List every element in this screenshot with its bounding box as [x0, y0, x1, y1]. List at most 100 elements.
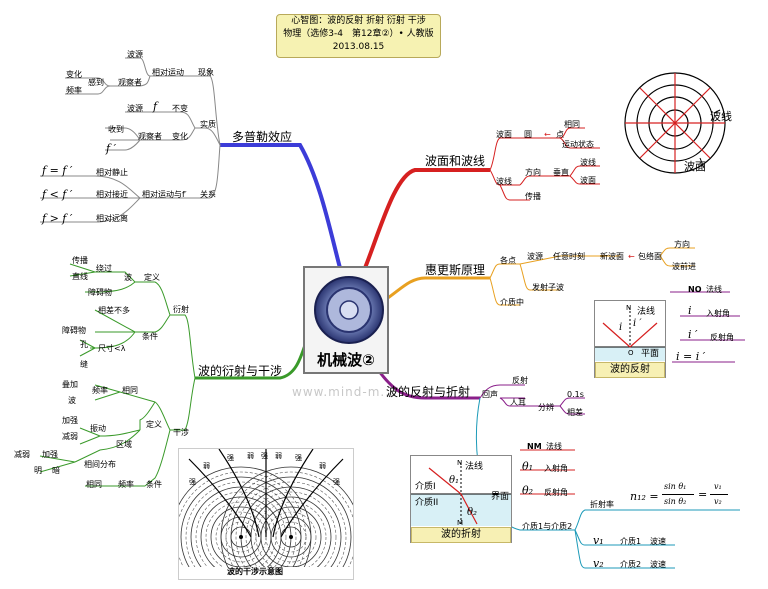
diffraction-wave-2: 波 — [68, 396, 76, 405]
refraction-formula-lhs: n₁₂ = — [630, 490, 659, 503]
reflection-diff: 相差 — [567, 408, 583, 417]
interference-caption: 波的干涉示意图 — [227, 567, 283, 576]
refraction-diag-normal: 法线 — [465, 462, 484, 472]
wavefront-state: 运动状态 — [562, 140, 594, 149]
diffraction-condition: 条件 — [142, 332, 158, 341]
diffraction-straight: 直线 — [72, 272, 88, 281]
huygens-label: 惠更斯原理 — [425, 263, 486, 277]
wavefront-direction: 方向 — [525, 168, 541, 177]
doppler-f-prime: f ′ — [106, 142, 117, 155]
doppler-changes: 变化 — [172, 132, 188, 141]
refraction-refract: 反射角 — [544, 488, 568, 497]
branch-huygens — [384, 276, 490, 302]
reflection-ear: 人耳 — [510, 398, 526, 407]
reflection-reflect: 反射 — [512, 376, 528, 385]
wavefront-circle: 圆 — [524, 130, 532, 139]
huygens-direction: 方向 — [674, 240, 690, 249]
doppler-lt: f < f ′ — [42, 188, 73, 201]
huygens-secondary: 发射子波 — [532, 283, 564, 292]
doppler-frequency: 频率 — [66, 86, 82, 95]
diffraction-similar: 相差不多 — [98, 306, 130, 315]
doppler-unchanged: 不变 — [172, 104, 188, 113]
interference-ruo-2: 弱 — [247, 452, 254, 460]
diffraction-size: 尺寸<λ — [98, 344, 126, 353]
reflection-law: i = i ′ — [676, 350, 706, 363]
refraction-nm: NM — [527, 442, 542, 451]
diffraction-weaken: 减弱 — [62, 432, 78, 441]
doppler-f: f — [153, 100, 158, 113]
title-box: 心智图：波的反射 折射 衍射 干涉 物理（选修3-4 第12章②）• 人教版 2… — [276, 14, 441, 58]
speaker-icon — [314, 276, 384, 344]
doppler-relation-cond: 相对运动与f′ — [142, 190, 187, 199]
doppler-observer-2: 观察者 — [138, 132, 162, 141]
doppler-change: 变化 — [66, 70, 82, 79]
diffraction-def2: 定义 — [146, 420, 162, 429]
wavefront-same: 相同 — [564, 120, 580, 129]
refraction-formula-eq: = — [698, 488, 708, 501]
refraction-v1: v₁ — [593, 534, 604, 547]
refraction-formula-v1: v₁ — [714, 482, 722, 491]
refraction-incident: 入射角 — [544, 464, 568, 473]
diffraction-strengthen: 加强 — [62, 416, 78, 425]
refraction-diag-n: N — [457, 459, 463, 467]
reflection-diagram: N 法线 i i ′ O 平面 波的反射 — [594, 300, 666, 378]
doppler-eq: f = f ′ — [42, 164, 73, 177]
wavefront-ray-2: 波线 — [580, 158, 596, 167]
diffraction-weak: 减弱 — [14, 450, 30, 459]
diffraction-wave: 波 — [124, 273, 132, 282]
wavefront-propagate: 传播 — [525, 192, 541, 201]
huygens-new-front: 新波面 — [600, 252, 624, 261]
refraction-caption: 波的折射 — [411, 527, 511, 543]
refraction-formula-sin2: sin θ₂ — [664, 497, 687, 506]
doppler-away: 相对远离 — [96, 214, 128, 223]
reflection-incident: 入射角 — [706, 309, 730, 318]
doppler-rest: 相对静止 — [96, 168, 128, 177]
interference-qiang-2: 强 — [261, 452, 268, 460]
refraction-speed1: 波速 — [650, 537, 666, 546]
diffraction-region: 区域 — [116, 440, 132, 449]
wavefront-diagram-ray: 波线 — [710, 110, 732, 123]
refraction-speed2: 波速 — [650, 560, 666, 569]
interference-diagram-lines — [179, 449, 353, 567]
refraction-theta2: θ₂ — [522, 484, 534, 497]
wavefront-label: 波面和波线 — [425, 154, 486, 168]
interference-ruo-1: 弱 — [203, 462, 210, 470]
diffraction-same: 相同 — [122, 386, 138, 395]
reflection-diag-n: N — [626, 304, 632, 312]
doppler-receive: 收到 — [108, 125, 124, 134]
refraction-diag-plane: 界面 — [491, 492, 510, 502]
refraction-m1: 介质1 — [620, 537, 642, 546]
diffraction-bypass: 绕过 — [96, 264, 112, 273]
refraction-diag-medium2: 介质II — [415, 498, 439, 508]
reflection-diag-o: O — [628, 349, 634, 357]
watermark: www.mind-m... — [292, 385, 395, 399]
diffraction-bright: 明 — [34, 466, 42, 475]
refraction-diag-m: M — [457, 519, 464, 527]
refraction-m2: 介质2 — [620, 560, 642, 569]
diffraction-freq-2: 频率 — [118, 480, 134, 489]
interference-qiang-1: 强 — [227, 454, 234, 462]
wavefront-perpendicular: 垂直 — [553, 168, 569, 177]
branch-reflection — [376, 369, 480, 400]
reflection-i-prime: i ′ — [688, 328, 698, 341]
doppler-phenomenon: 现象 — [198, 68, 214, 77]
doppler-wave-source: 波源 — [127, 50, 143, 59]
wavefront-ray: 波线 — [496, 177, 512, 186]
reflection-i: i — [688, 304, 692, 317]
reflection-time: 0.1s — [567, 390, 584, 399]
refraction-formula-sin1: sin θ₁ — [664, 482, 687, 491]
center-node: 机械波② — [303, 266, 389, 374]
reflection-back: 回声 — [482, 390, 498, 399]
refraction-fraction-bar-1 — [662, 494, 694, 495]
reflection-diag-i-prime: i ′ — [633, 318, 642, 329]
refraction-diagram-lines — [411, 462, 511, 526]
wavefront-arrow: ← — [544, 130, 551, 139]
reflection-label: 波的反射与折射 — [386, 385, 471, 399]
doppler-essence: 实质 — [200, 120, 216, 129]
reflection-distinguish: 分辨 — [538, 403, 554, 412]
interference-ruo-4: 弱 — [319, 462, 326, 470]
doppler-wave-source-2: 波源 — [127, 104, 143, 113]
huygens-arrow: ← — [628, 252, 635, 261]
interference-qiang-3: 强 — [295, 454, 302, 462]
